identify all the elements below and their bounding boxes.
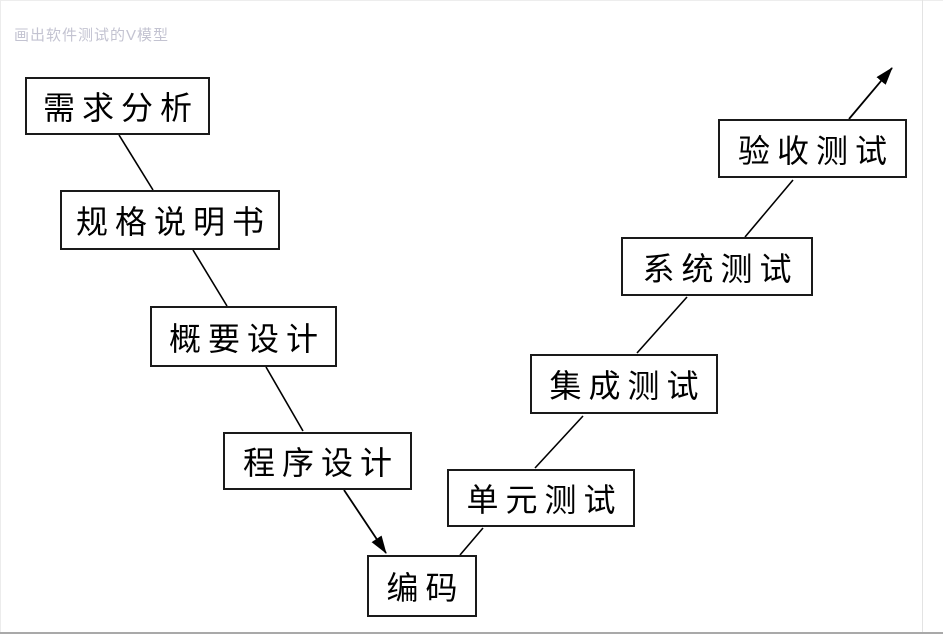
connector-inttest-to-systest: [636, 296, 688, 354]
page-title: 画出软件测试的V模型: [14, 27, 170, 44]
connector-systest-to-acctest: [744, 179, 794, 238]
node-label: 程序设计: [242, 445, 399, 481]
node-label: 规格说明书: [75, 204, 271, 240]
node-coding: 编码: [367, 555, 477, 617]
panel-left-border: [0, 0, 1, 633]
node-label: 编码: [386, 570, 465, 606]
node-label: 验收测试: [737, 132, 894, 169]
panel-top-border: [0, 0, 943, 1]
connector-requirements-to-spec: [118, 134, 154, 191]
node-label: 集成测试: [549, 368, 706, 404]
connector-unittest-to-inttest: [534, 415, 584, 469]
panel-bottom-rule: [0, 632, 943, 634]
node-system-testing: 系统测试: [621, 237, 813, 296]
node-label: 单元测试: [466, 482, 623, 518]
node-high-level-design: 概要设计: [150, 306, 337, 367]
node-requirements-analysis: 需求分析: [25, 77, 210, 135]
connector-progdesign-to-coding-arrow: [343, 489, 387, 554]
connector-coding-to-unittest: [459, 527, 484, 556]
connector-hld-to-progdesign: [265, 366, 304, 432]
node-label: 概要设计: [168, 320, 325, 357]
node-specification: 规格说明书: [60, 190, 280, 250]
connector-acctest-exit-arrow: [848, 67, 893, 120]
panel-right-rule: [922, 0, 923, 633]
node-label: 需求分析: [42, 90, 199, 126]
node-label: 系统测试: [642, 250, 799, 287]
node-unit-testing: 单元测试: [447, 469, 635, 527]
node-acceptance-testing: 验收测试: [718, 119, 907, 178]
connector-spec-to-hld: [192, 249, 228, 307]
node-integration-testing: 集成测试: [530, 354, 718, 414]
node-program-design: 程序设计: [223, 432, 412, 490]
